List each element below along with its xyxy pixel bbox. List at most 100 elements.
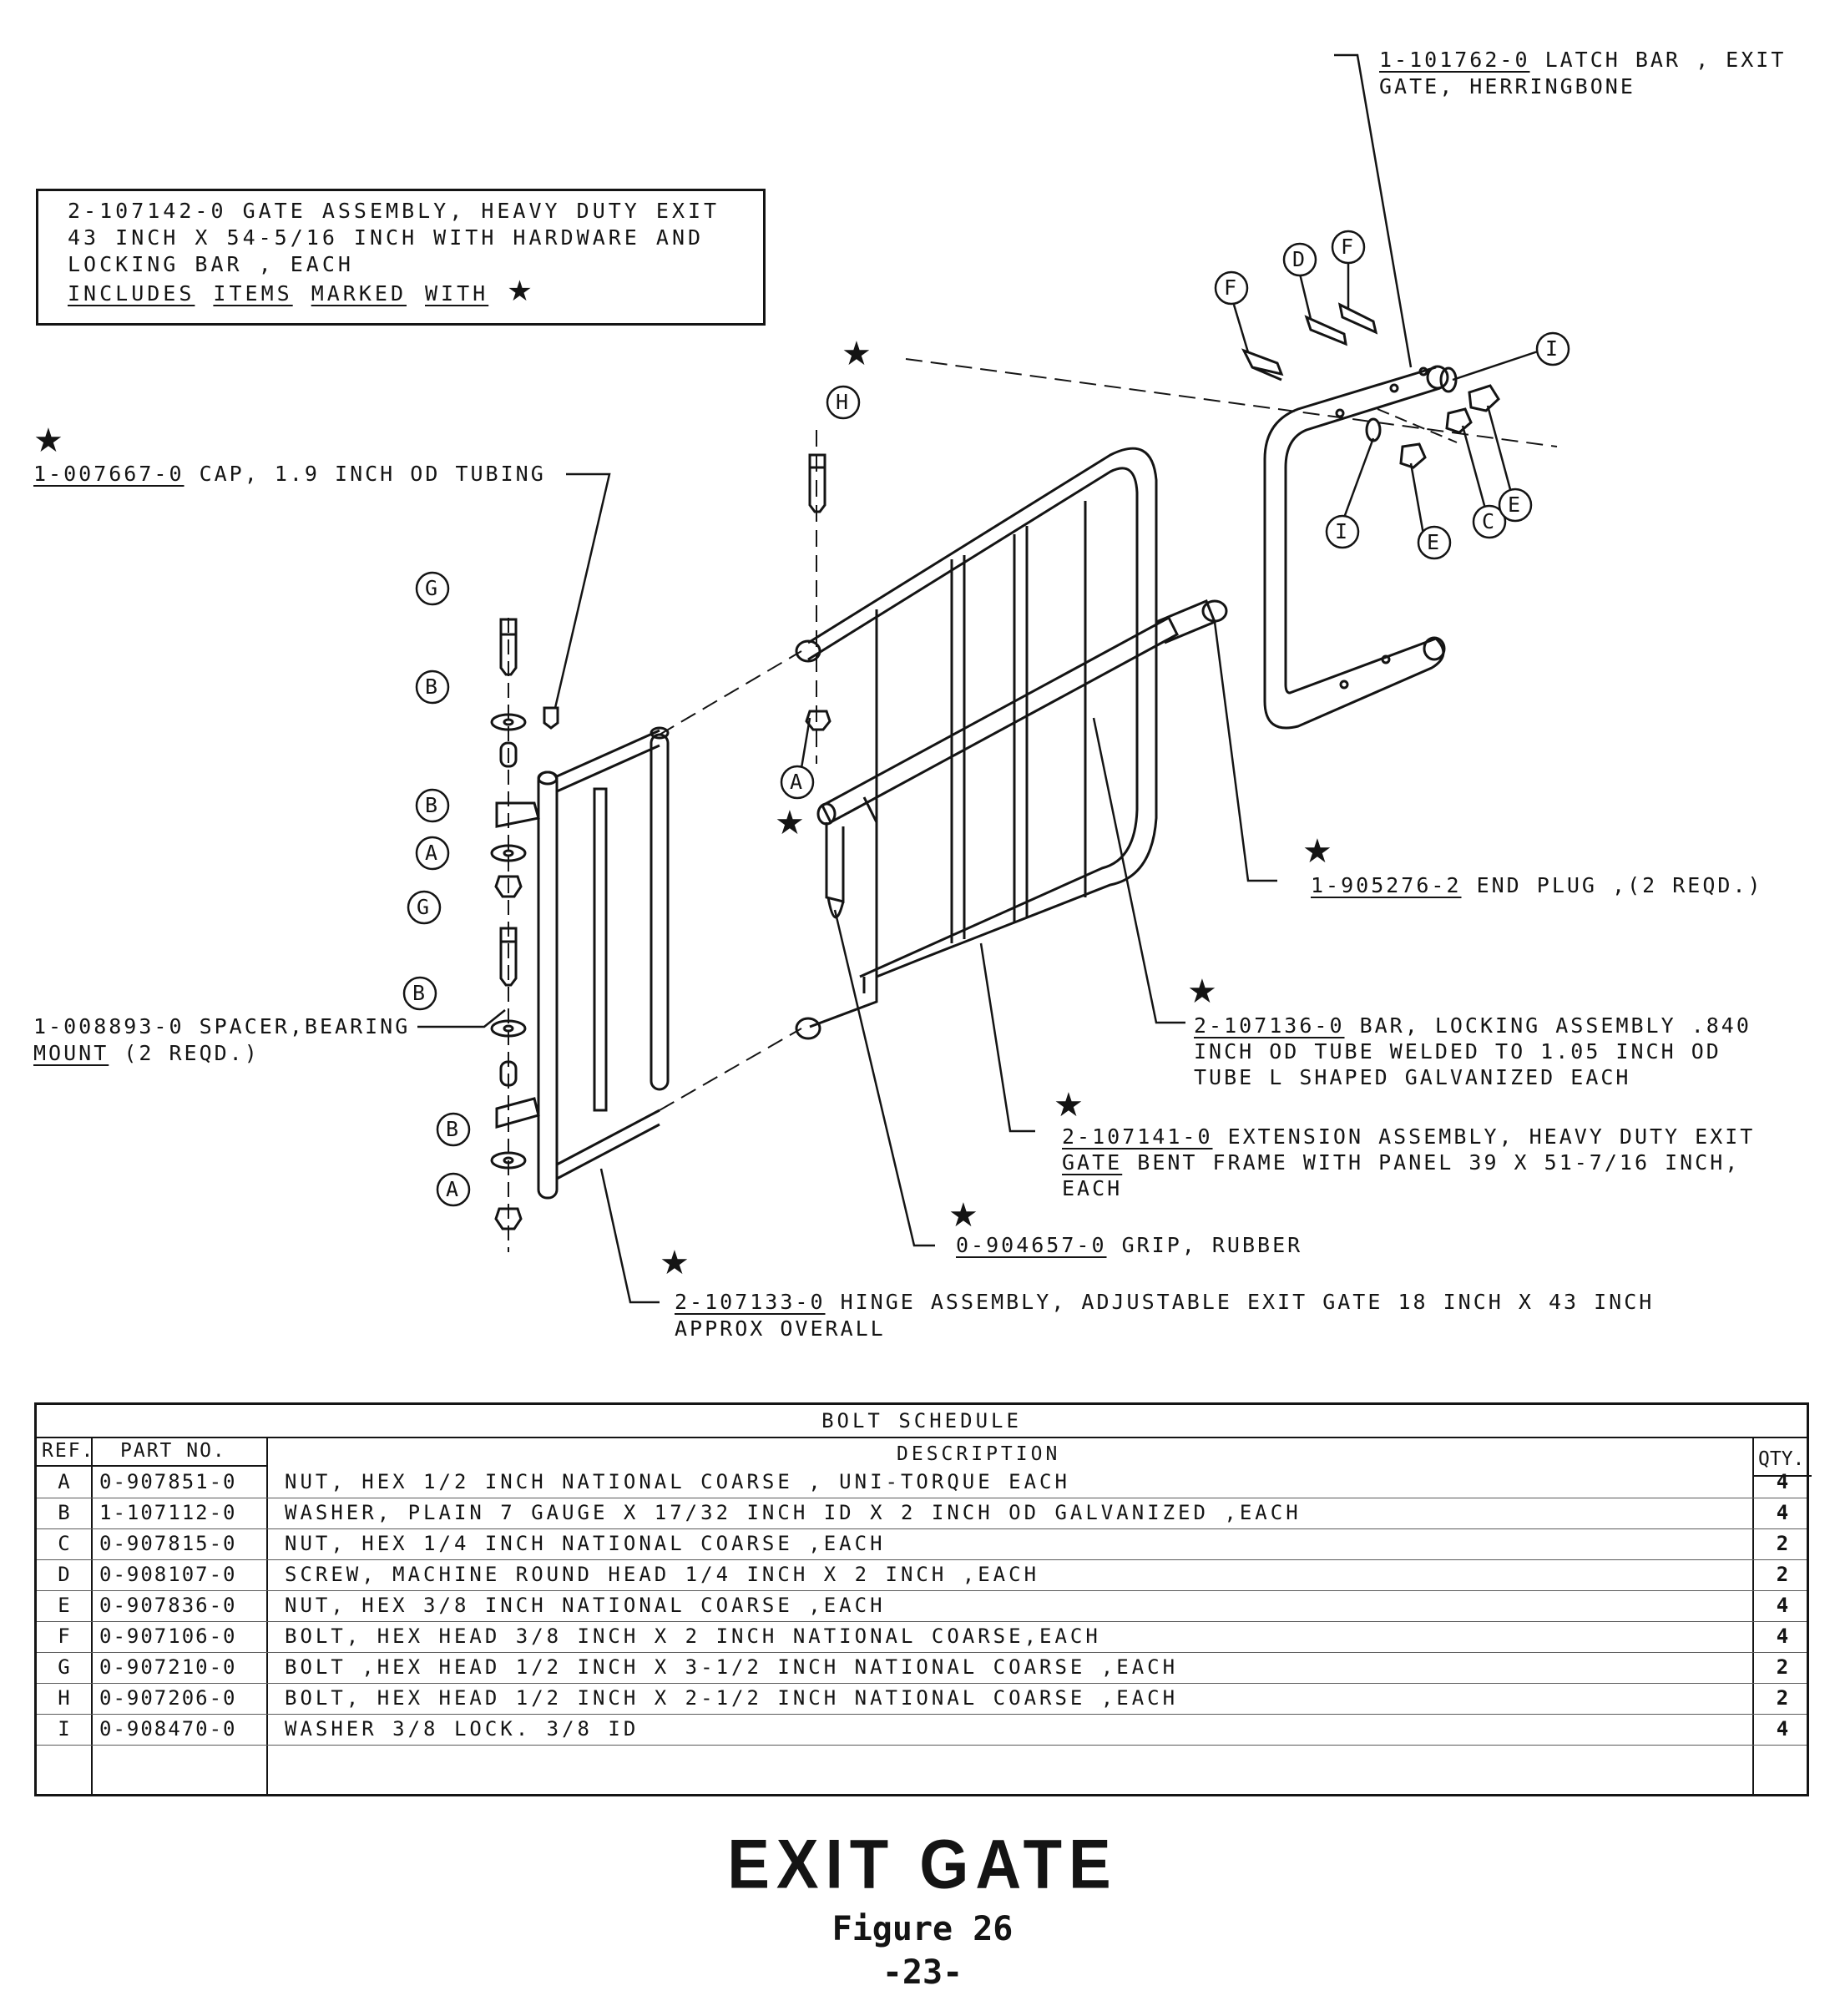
table-row: D 0-908107-0 SCREW, MACHINE ROUND HEAD 1/4… (37, 1559, 1807, 1591)
top-bolt (805, 453, 832, 731)
star-icon: ★ (948, 1196, 978, 1235)
ref-cell: C (58, 1532, 70, 1555)
table-row: H 0-907206-0 BOLT, HEX HEAD 1/2 INCH X 2-1… (37, 1683, 1807, 1715)
ref-letter-i: I (1545, 336, 1559, 361)
callout-text: MOUNT (33, 1041, 109, 1065)
part-number: 1-007667-0 (33, 462, 184, 486)
callout-text: EXTENSION ASSEMBLY, HEAVY DUTY EXIT (1212, 1124, 1756, 1149)
latch-bar (1263, 365, 1449, 730)
ref-letter-f: F (1341, 235, 1354, 259)
locking-bar-callout: 2-107136-0 BAR, LOCKING ASSEMBLY .840 IN… (1194, 1013, 1751, 1090)
exploded-view-drawing (402, 53, 1570, 1304)
ref-letter-a: A (790, 770, 803, 794)
table-title: BOLT SCHEDULE (37, 1405, 1807, 1438)
part-number-cell: 1-107112-0 (99, 1501, 237, 1524)
star-icon: ★ (660, 1244, 690, 1282)
part-number-cell: 0-907106-0 (99, 1624, 237, 1648)
ref-letter-i: I (1335, 519, 1348, 543)
table-row: E 0-907836-0 NUT, HEX 3/8 INCH NATIONAL CO… (37, 1590, 1807, 1622)
ref-cell: E (58, 1594, 70, 1617)
note-word: WITH (425, 281, 489, 306)
description-cell: NUT, HEX 3/8 INCH NATIONAL COARSE ,EACH (285, 1594, 886, 1617)
description-cell: NUT, HEX 1/2 INCH NATIONAL COARSE , UNI-… (285, 1470, 1070, 1493)
end-plug-callout: 1-905276-2 END PLUG ,(2 REQD.) (1311, 872, 1763, 899)
qty-cell: 2 (1776, 1532, 1789, 1555)
part-number-cell: 0-907210-0 (99, 1655, 237, 1679)
star-icon: ★ (842, 335, 872, 373)
description-cell: WASHER 3/8 LOCK. 3/8 ID (285, 1717, 639, 1741)
star-icon: ★ (1054, 1086, 1084, 1124)
note-word: MARKED (311, 281, 407, 306)
ref-letter-b: B (412, 981, 426, 1005)
description-cell: WASHER, PLAIN 7 GAUGE X 17/32 INCH ID X … (285, 1501, 1302, 1524)
ref-cell: D (58, 1563, 70, 1586)
part-number-cell: 0-907836-0 (99, 1594, 237, 1617)
ref-letter-d: D (1292, 247, 1306, 271)
ref-cell: A (58, 1470, 70, 1493)
qty-cell: 2 (1776, 1686, 1789, 1710)
header-part: PART NO. (120, 1440, 226, 1462)
part-number-cell: 0-908470-0 (99, 1717, 237, 1741)
explode-lines (659, 358, 1558, 1111)
spacer-callout: 1-008893-0 SPACER,BEARING MOUNT (2 REQD.… (33, 1013, 410, 1067)
callout-text: (2 REQD.) (109, 1041, 260, 1065)
note-line-1: 2-107142-0 GATE ASSEMBLY, HEAVY DUTY EXI… (68, 199, 720, 223)
hinge-hardware (490, 618, 559, 1252)
part-number: 2-107136-0 (1194, 1013, 1345, 1038)
callout-text: HINGE ASSEMBLY, ADJUSTABLE EXIT GATE 18 … (825, 1290, 1655, 1314)
description-cell: SCREW, MACHINE ROUND HEAD 1/4 INCH X 2 I… (285, 1563, 1040, 1586)
qty-cell: 4 (1776, 1594, 1789, 1617)
extension-assembly (795, 447, 1158, 1040)
ref-letter-b: B (425, 675, 438, 699)
ref-letter-g: G (425, 576, 438, 600)
note-line-3: LOCKING BAR , EACH (68, 252, 354, 276)
ref-cell: F (58, 1624, 70, 1648)
ref-letter-e: E (1427, 530, 1440, 554)
callout-text: BAR, LOCKING ASSEMBLY .840 (1344, 1013, 1751, 1038)
table-row: B 1-107112-0 WASHER, PLAIN 7 GAUGE X 17/32… (37, 1498, 1807, 1529)
header-ref: REF. (42, 1440, 95, 1462)
extension-callout: 2-107141-0 EXTENSION ASSEMBLY, HEAVY DUT… (1062, 1124, 1755, 1201)
page-number: -23- (882, 1953, 963, 1992)
part-number: 1-101762-0 (1379, 48, 1530, 72)
callout-text: CAP, 1.9 INCH OD TUBING (184, 462, 546, 486)
part-number-cell: 0-908107-0 (99, 1563, 237, 1586)
star-icon: ★ (775, 804, 805, 842)
description-cell: BOLT, HEX HEAD 3/8 INCH X 2 INCH NATIONA… (285, 1624, 1101, 1648)
note-word: ITEMS (213, 281, 293, 306)
part-number-cell: 0-907206-0 (99, 1686, 237, 1710)
part-number: 2-107141-0 (1062, 1124, 1213, 1149)
note-line-2: 43 INCH X 54-5/16 INCH WITH HARDWARE AND (68, 225, 705, 250)
callout-text: INCH OD TUBE WELDED TO 1.05 INCH OD (1194, 1039, 1721, 1064)
ref-letter-e: E (1508, 493, 1521, 517)
ref-letter-f: F (1224, 275, 1237, 300)
table-row: F 0-907106-0 BOLT, HEX HEAD 3/8 INCH X 2 I… (37, 1621, 1807, 1653)
ref-bubbles (402, 230, 1570, 1207)
ref-cell: H (58, 1686, 70, 1710)
ref-cell: B (58, 1501, 70, 1524)
star-icon: ★ (1302, 832, 1332, 871)
qty-cell: 2 (1776, 1563, 1789, 1586)
description-cell: BOLT, HEX HEAD 1/2 INCH X 2-1/2 INCH NAT… (285, 1686, 1179, 1710)
callout-text: APPROX OVERALL (675, 1316, 886, 1341)
ref-letter-b: B (425, 793, 438, 817)
ref-letter-c: C (1482, 509, 1495, 533)
ref-cell: G (58, 1655, 70, 1679)
qty-cell: 2 (1776, 1655, 1789, 1679)
callout-text: GATE, HERRINGBONE (1379, 74, 1635, 99)
part-number: 1-008893-0 (33, 1014, 184, 1038)
ref-letter-b: B (446, 1117, 459, 1141)
qty-cell: 4 (1776, 1717, 1789, 1741)
ref-letter-g: G (417, 895, 430, 919)
hinge-callout: 2-107133-0 HINGE ASSEMBLY, ADJUSTABLE EX… (675, 1289, 1654, 1342)
part-number: 0-904657-0 (956, 1233, 1107, 1257)
ref-letter-h: H (836, 390, 849, 414)
ref-letter-a: A (425, 841, 438, 865)
latch-bar-callout: 1-101762-0 LATCH BAR , EXIT GATE, HERRIN… (1379, 47, 1786, 100)
